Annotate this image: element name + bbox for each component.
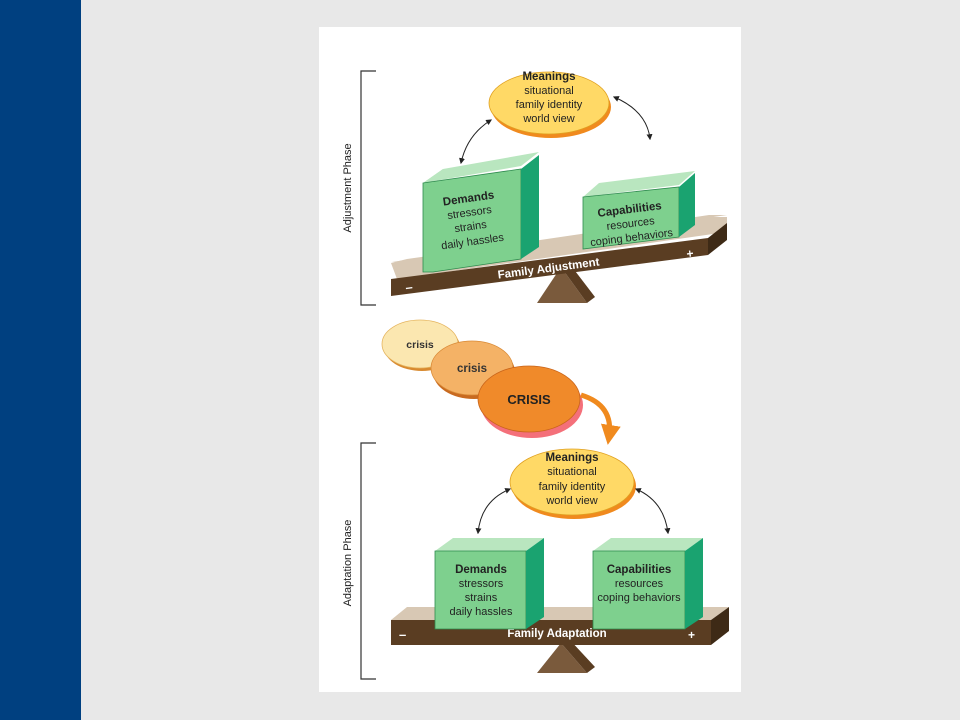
adaptation-arrow-right xyxy=(634,488,671,535)
adjustment-fulcrum xyxy=(537,267,587,303)
crisis-large-ellipse xyxy=(477,365,583,438)
diagram-panel: Adjustment Phase Meanings situational fa… xyxy=(319,27,741,692)
adaptation-scale-plus: + xyxy=(688,628,695,642)
adjustment-phase-bracket xyxy=(360,70,376,306)
adaptation-demands-title: Demands xyxy=(455,564,507,576)
adaptation-scale-label: Family Adaptation xyxy=(507,628,606,640)
adaptation-meanings-line-2: family identity xyxy=(539,481,606,493)
adaptation-demands-line-2: strains xyxy=(465,592,498,604)
sidebar-band xyxy=(0,0,81,720)
adaptation-demands-line-1: stressors xyxy=(459,578,504,590)
crisis-medium-label: crisis xyxy=(457,363,487,375)
adjustment-meanings-line-3: world view xyxy=(522,113,574,125)
adaptation-meanings-line-1: situational xyxy=(547,466,597,478)
adjustment-plank-side xyxy=(708,223,727,255)
adjustment-meanings-line-1: situational xyxy=(524,85,574,97)
adjustment-demands-box xyxy=(422,152,539,273)
adjustment-plank-front xyxy=(391,238,708,296)
adaptation-meanings-line-3: world view xyxy=(545,495,597,507)
adjustment-fulcrum-side xyxy=(561,263,595,303)
adaptation-scale-minus: – xyxy=(399,627,406,642)
adjustment-meanings-ellipse xyxy=(488,71,611,138)
adjustment-demands-line-2: strains xyxy=(454,219,488,235)
adaptation-plank-side xyxy=(711,607,729,645)
adaptation-capabilities-line-1: resources xyxy=(615,578,664,590)
adjustment-scale-plus: + xyxy=(686,246,695,261)
adjustment-capabilities-line-1: resources xyxy=(606,215,656,233)
adjustment-meanings-line-2: family identity xyxy=(516,99,583,111)
adjustment-arrow-right xyxy=(612,96,653,141)
crisis-arrow xyxy=(580,392,621,445)
adjustment-meanings-title: Meanings xyxy=(522,71,575,83)
crisis-large-label: CRISIS xyxy=(507,392,551,407)
adaptation-phase-bracket xyxy=(360,442,376,680)
crisis-small-label: crisis xyxy=(406,339,434,351)
adaptation-capabilities-box xyxy=(592,538,703,630)
family-adjustment-adaptation-diagram: Adjustment Phase Meanings situational fa… xyxy=(342,70,729,680)
adaptation-fulcrum xyxy=(537,643,587,673)
adaptation-phase-label: Adaptation Phase xyxy=(342,520,354,607)
adaptation-capabilities-title: Capabilities xyxy=(607,564,672,576)
adaptation-capabilities-line-2: coping behaviors xyxy=(597,592,681,604)
adjustment-scale-minus: – xyxy=(404,279,413,295)
adaptation-demands-box xyxy=(434,538,544,630)
adaptation-fulcrum-side xyxy=(561,639,595,673)
adjustment-phase-label: Adjustment Phase xyxy=(342,143,354,232)
adjustment-arrow-left xyxy=(459,119,493,165)
adaptation-meanings-title: Meanings xyxy=(545,452,598,464)
adjustment-capabilities-box xyxy=(582,171,695,250)
adaptation-demands-line-3: daily hassles xyxy=(450,606,513,618)
adaptation-meanings-ellipse xyxy=(509,448,636,519)
adaptation-arrow-left xyxy=(475,488,512,535)
